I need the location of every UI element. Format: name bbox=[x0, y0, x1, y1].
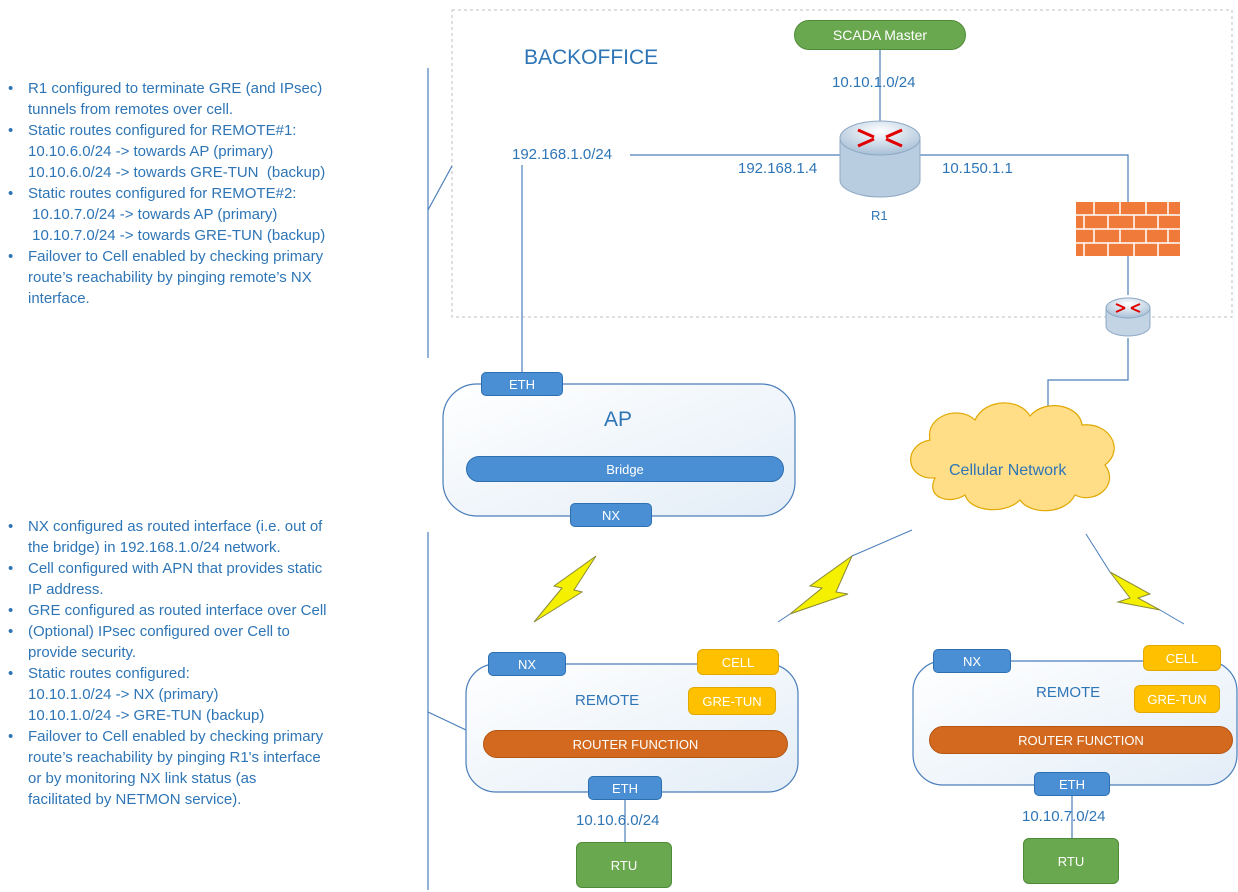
scada-master-node: SCADA Master bbox=[794, 20, 966, 50]
r1-right-ip-label: 10.150.1.1 bbox=[942, 160, 1013, 177]
note-top-item: Static routes configured for REMOTE#2: 1… bbox=[0, 183, 420, 246]
lightning-cloud-remote1-icon bbox=[789, 554, 854, 615]
router-r1-icon bbox=[839, 120, 921, 198]
backoffice-title: BACKOFFICE bbox=[524, 46, 659, 69]
cellular-cloud-icon bbox=[910, 402, 1115, 512]
remote2-gre-tun: GRE-TUN bbox=[1134, 685, 1220, 713]
wireless-line-cloud2 bbox=[1085, 533, 1111, 573]
note-bottom-item: (Optional) IPsec configured over Cell to… bbox=[0, 621, 420, 663]
remote2-router-function: ROUTER FUNCTION bbox=[929, 726, 1233, 754]
remote2-nx-port: NX bbox=[933, 649, 1011, 673]
lightning-ap-remote1-icon bbox=[533, 555, 597, 623]
link-router2-cloud bbox=[1047, 338, 1129, 412]
remote2-eth-port: ETH bbox=[1034, 772, 1110, 796]
ap-bridge: Bridge bbox=[466, 456, 784, 482]
remote1-rtu: RTU bbox=[576, 842, 672, 888]
ap-box bbox=[442, 383, 796, 517]
remote2-cell-port: CELL bbox=[1143, 645, 1221, 671]
ap-eth-port: ETH bbox=[481, 372, 563, 396]
wireless-line-remote1 bbox=[777, 613, 791, 623]
lightning-cloud-remote2-icon bbox=[1109, 571, 1161, 611]
remote1-eth-port: ETH bbox=[588, 776, 662, 800]
note-bottom-item: Static routes configured: 10.10.1.0/24 -… bbox=[0, 663, 420, 726]
remote1-box bbox=[465, 663, 799, 793]
link-r1-firewall bbox=[920, 154, 1129, 202]
remote2-box bbox=[912, 660, 1238, 786]
remote1-gre-tun: GRE-TUN bbox=[688, 687, 776, 715]
remote1-title: REMOTE bbox=[575, 692, 640, 709]
notes-top-connector bbox=[427, 165, 453, 211]
wireless-line-remote2 bbox=[1159, 609, 1185, 625]
note-top-item: R1 configured to terminate GRE (and IPse… bbox=[0, 78, 420, 120]
backoffice-area bbox=[451, 9, 1233, 318]
net-left-label: 192.168.1.0/24 bbox=[512, 146, 613, 163]
note-bottom-item: Cell configured with APN that provides s… bbox=[0, 558, 420, 600]
wireless-line-cloud bbox=[851, 529, 913, 557]
notes-bottom-list: NX configured as routed interface (i.e. … bbox=[0, 516, 420, 810]
router-r1-label: R1 bbox=[871, 208, 888, 223]
note-top-item: Failover to Cell enabled by checking pri… bbox=[0, 246, 420, 309]
notes-top-list: R1 configured to terminate GRE (and IPse… bbox=[0, 78, 420, 309]
note-bottom-item: NX configured as routed interface (i.e. … bbox=[0, 516, 420, 558]
notes-bottom-connector bbox=[427, 711, 467, 731]
ap-title: AP bbox=[604, 408, 633, 431]
remote1-nx-port: NX bbox=[488, 652, 566, 676]
note-bottom-item: GRE configured as routed interface over … bbox=[0, 600, 420, 621]
scada-net-label: 10.10.1.0/24 bbox=[832, 74, 916, 91]
remote2-title: REMOTE bbox=[1036, 684, 1101, 701]
router-small-icon bbox=[1105, 297, 1151, 337]
note-top-item: Static routes configured for REMOTE#1: 1… bbox=[0, 120, 420, 183]
firewall-icon bbox=[1076, 202, 1180, 256]
remote1-router-function: ROUTER FUNCTION bbox=[483, 730, 788, 758]
remote2-rtu: RTU bbox=[1023, 838, 1119, 884]
remote2-subnet-label: 10.10.7.0/24 bbox=[1022, 808, 1106, 825]
remote1-subnet-label: 10.10.6.0/24 bbox=[576, 812, 660, 829]
remote1-cell-port: CELL bbox=[697, 649, 779, 675]
r1-left-ip-label: 192.168.1.4 bbox=[738, 160, 818, 177]
note-bottom-item: Failover to Cell enabled by checking pri… bbox=[0, 726, 420, 810]
ap-nx-port: NX bbox=[570, 503, 652, 527]
cellular-network-label: Cellular Network bbox=[949, 462, 1067, 479]
